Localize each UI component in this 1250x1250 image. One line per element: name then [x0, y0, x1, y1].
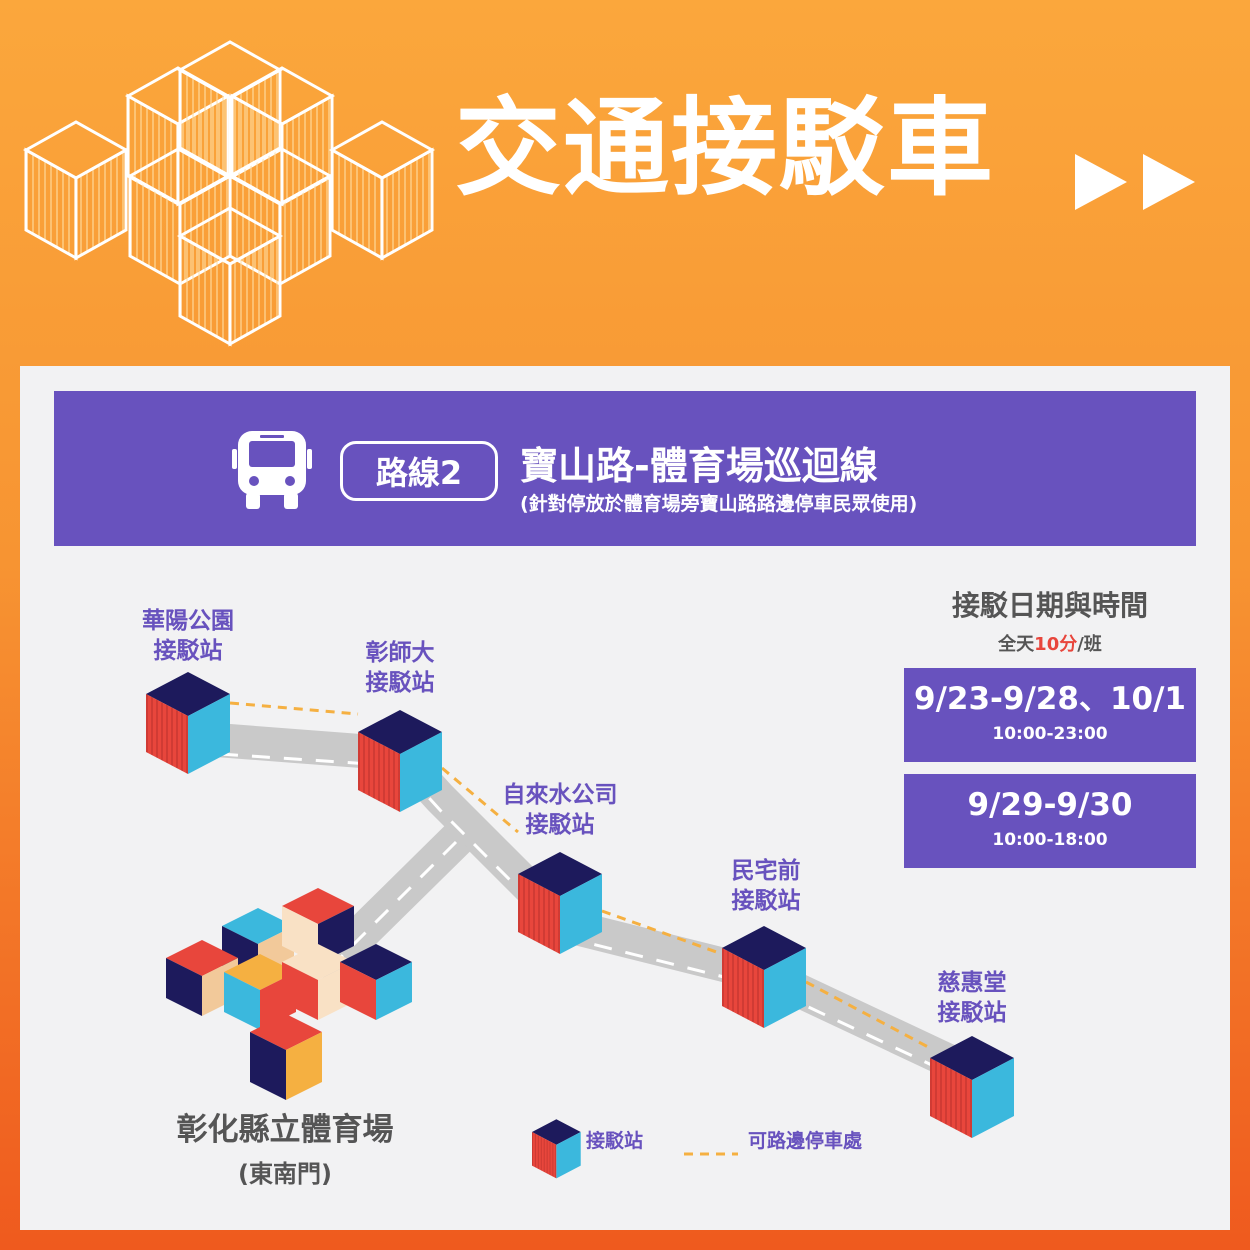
- destination-name: 彰化縣立體育場: [176, 1112, 394, 1148]
- schedule-slot-2: 9/29-9/30 10:00-18:00: [904, 774, 1196, 868]
- page-title: 交通接駁車: [455, 87, 995, 210]
- schedule-frequency: 全天10分/班: [998, 634, 1102, 655]
- route-number-badge: 路線2: [340, 441, 498, 501]
- route-name: 寶山路-體育場巡迴線: [520, 444, 878, 488]
- legend-parking-label: 可路邊停車處: [748, 1130, 863, 1152]
- parking-indicator-lines: [229, 701, 931, 1050]
- route-map: [146, 672, 1014, 1179]
- slot-2-hours: 10:00-18:00: [992, 830, 1108, 850]
- destination-gate: (東南門): [238, 1160, 332, 1188]
- route-note: (針對停放於體育場旁寶山路路邊停車民眾使用): [520, 493, 918, 515]
- content-panel: 路線2 寶山路-體育場巡迴線 (針對停放於體育場旁寶山路路邊停車民眾使用): [20, 366, 1230, 1230]
- station-label-huayang: 華陽公園接駁站: [142, 608, 234, 664]
- legend-station-label: 接駁站: [586, 1130, 644, 1152]
- slot-1-hours: 10:00-23:00: [992, 724, 1108, 744]
- route-banner: 路線2 寶山路-體育場巡迴線 (針對停放於體育場旁寶山路路邊停車民眾使用): [54, 391, 1196, 546]
- stadium-illustration[interactable]: [166, 888, 412, 1100]
- schedule-slot-1: 9/23-9/28、10/1 10:00-23:00: [904, 668, 1196, 762]
- station-label-cihui-temple: 慈惠堂接駁站: [937, 970, 1007, 1026]
- station-cube-1[interactable]: [146, 672, 230, 774]
- slot-2-dates: 9/29-9/30: [967, 787, 1133, 823]
- station-label-ncue: 彰師大接駁站: [365, 640, 435, 696]
- legend-station-cube: [532, 1119, 581, 1179]
- double-play-arrow-icon: [1075, 154, 1195, 210]
- station-label-water-company: 自來水公司接駁站: [502, 782, 618, 838]
- slot-1-dates: 9/23-9/28、10/1: [914, 681, 1186, 717]
- station-label-residence: 民宅前接駁站: [731, 858, 801, 914]
- decorative-cube-cluster: [24, 40, 434, 346]
- schedule-title: 接駁日期與時間: [951, 589, 1148, 622]
- station-cube-4[interactable]: [722, 926, 806, 1028]
- bus-icon: [232, 431, 312, 509]
